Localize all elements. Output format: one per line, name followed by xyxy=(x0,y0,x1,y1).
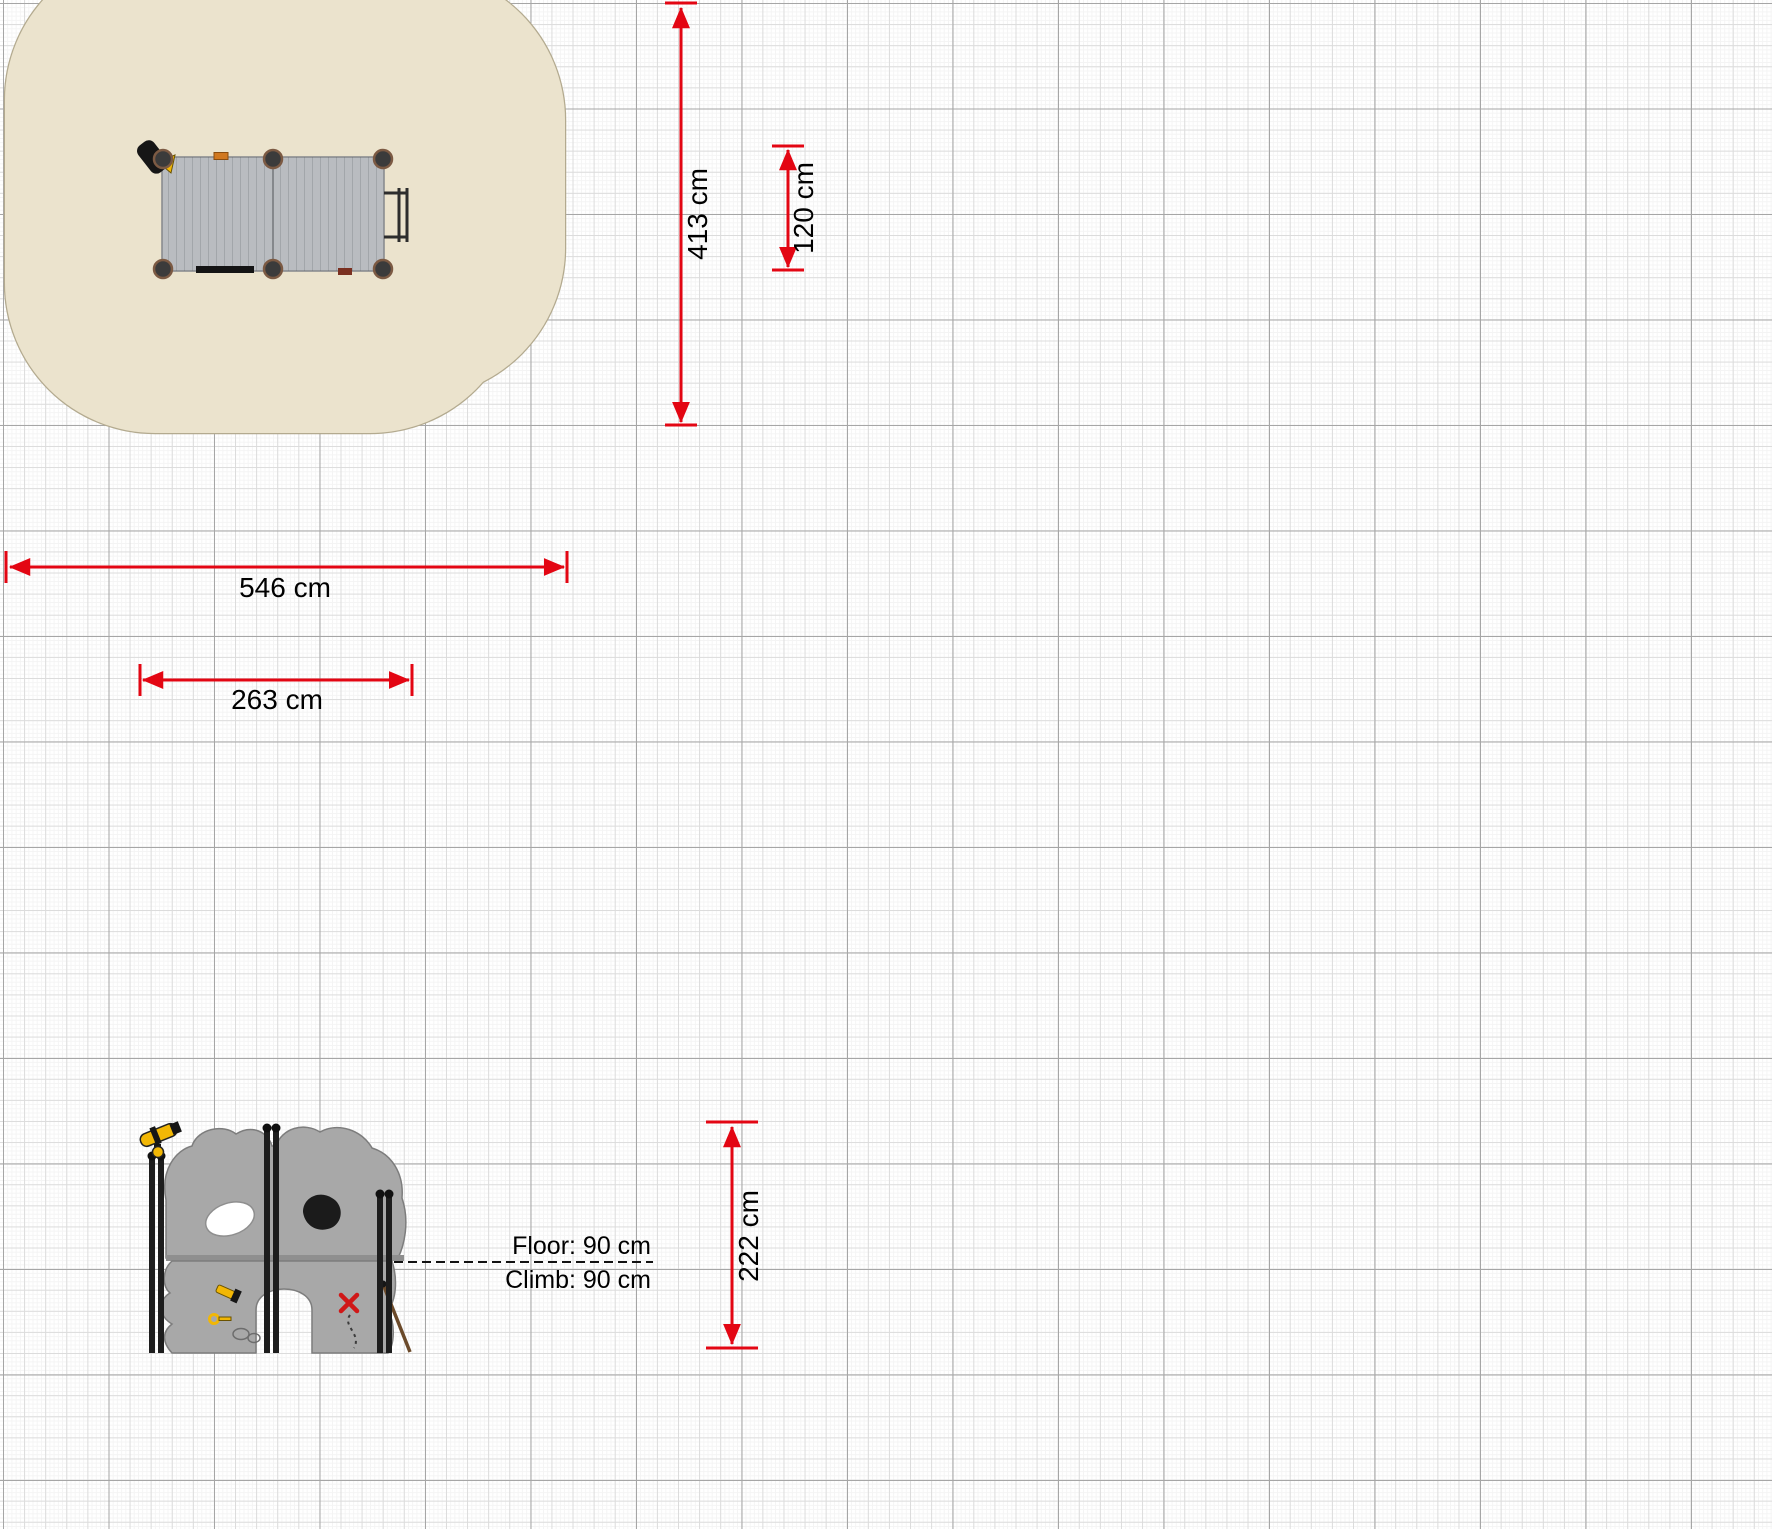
elevation-view xyxy=(139,1121,412,1354)
dimension-label-total-height: 413 cm xyxy=(682,168,713,260)
posts-top-view xyxy=(152,148,394,280)
dimension-label-inner-width: 263 cm xyxy=(231,684,323,715)
panel-marker-top xyxy=(213,152,229,160)
dimension-label-inner-height: 120 cm xyxy=(788,162,819,254)
dimension-inner-height: 120 cm xyxy=(772,144,819,272)
flashlight-icon xyxy=(215,1284,242,1304)
upper-rock-panel xyxy=(164,1126,407,1259)
key-icon xyxy=(208,1313,232,1325)
panel-hole-white xyxy=(204,1201,256,1237)
panel-hole-black xyxy=(303,1194,341,1230)
rocks-icon xyxy=(232,1327,261,1344)
posts-elevation xyxy=(149,1130,392,1353)
top-view-equipment xyxy=(137,140,409,280)
floor-deck xyxy=(166,1255,404,1261)
dimension-inner-width: 263 cm xyxy=(138,664,414,715)
dimension-label-elevation-height: 222 cm xyxy=(733,1190,764,1282)
floor-height-label: Floor: 90 cm xyxy=(512,1232,651,1260)
treasure-x-icon xyxy=(338,1292,360,1314)
dimension-total-height: 413 cm xyxy=(665,1,713,427)
panel-marker-bottom xyxy=(338,268,352,275)
dimension-label-total-width: 546 cm xyxy=(239,572,331,603)
telescope-icon xyxy=(139,1121,182,1159)
climbing-bracket xyxy=(384,188,409,242)
bench-bar xyxy=(196,266,254,273)
treasure-trail xyxy=(347,1314,357,1349)
post-caps xyxy=(147,1123,394,1199)
dimension-elevation-height: 222 cm xyxy=(706,1120,764,1350)
climb-height-label: Climb: 90 cm xyxy=(505,1266,651,1294)
dimension-total-width: 546 cm xyxy=(4,551,569,603)
floor-climb-annotation: Floor: 90 cm Climb: 90 cm xyxy=(394,1232,653,1294)
